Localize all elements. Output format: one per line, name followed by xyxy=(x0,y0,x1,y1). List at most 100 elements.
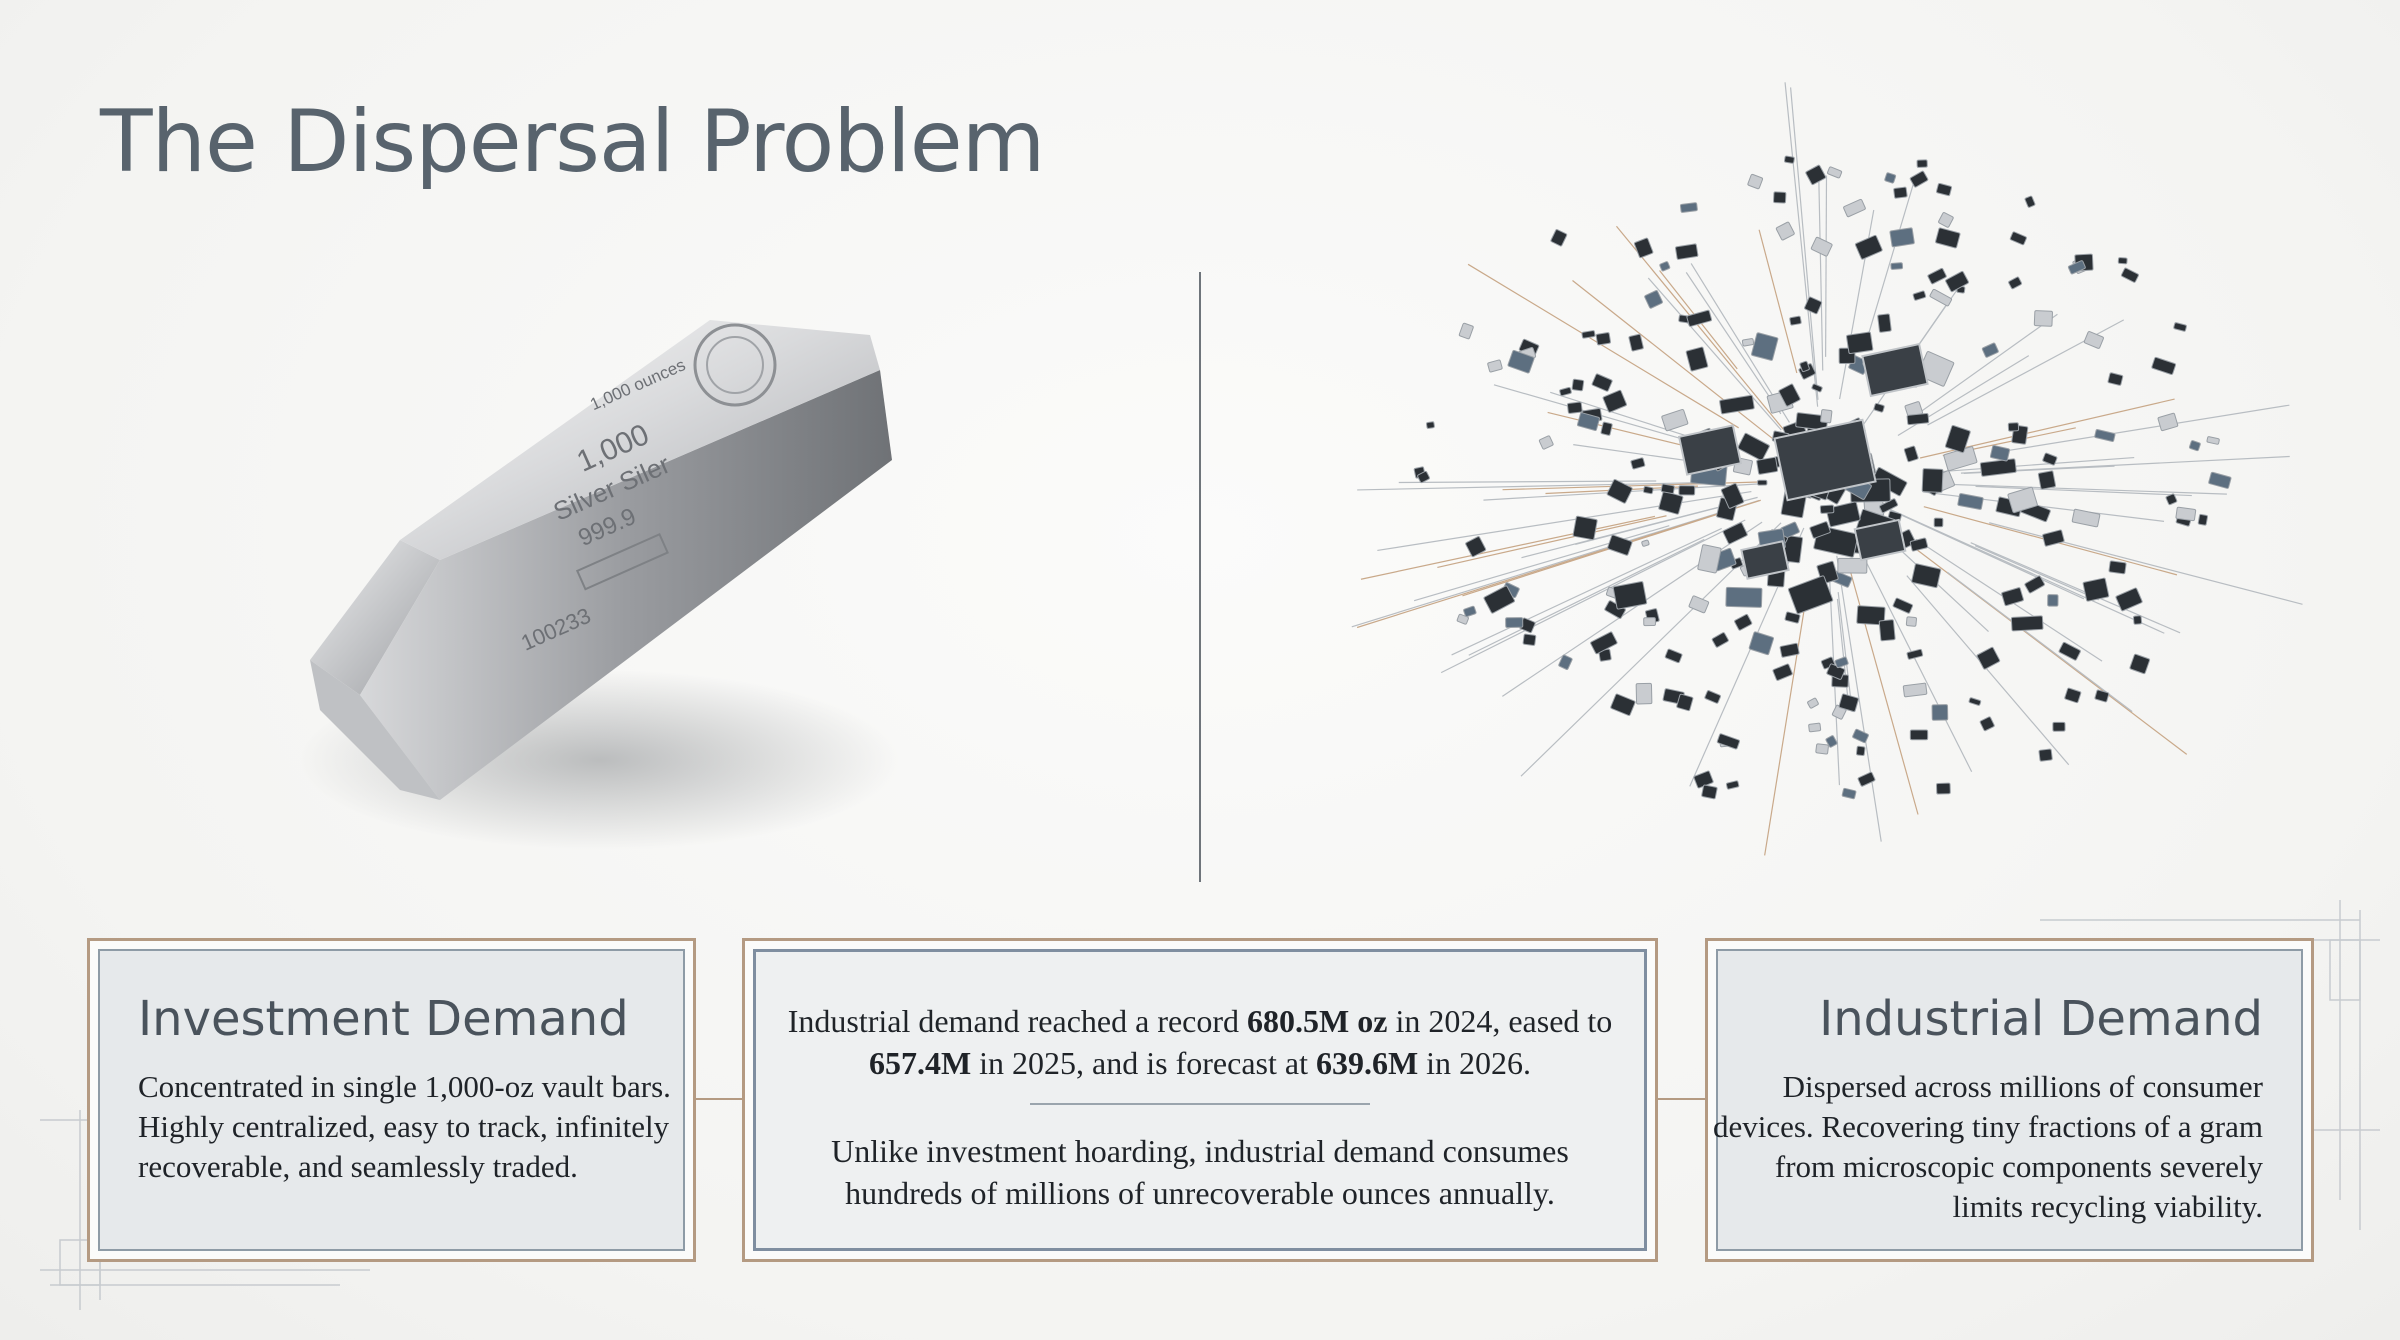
circuit-trace xyxy=(1468,538,1705,656)
circuit-trace xyxy=(1837,591,1853,712)
stat-text-1: Industrial demand reached a record xyxy=(787,1003,1248,1039)
circuit-trace xyxy=(1928,483,2227,495)
circuit-trace xyxy=(1937,456,2135,473)
circuit-trace xyxy=(1377,490,1752,552)
circuit-component xyxy=(1825,735,1838,748)
circuit-component xyxy=(1756,456,1779,475)
circuit-component xyxy=(1628,333,1644,352)
circuit-component xyxy=(2157,412,2179,432)
circuit-component xyxy=(1846,331,1874,355)
circuit-component xyxy=(2047,594,2059,607)
bar-bottom-lip xyxy=(310,660,440,800)
bar-top-face xyxy=(400,320,880,560)
circuit-component xyxy=(1719,394,1755,415)
circuit-component xyxy=(1989,445,2011,462)
circuit-component xyxy=(2042,452,2058,466)
circuit-component xyxy=(1704,690,1721,704)
circuit-component xyxy=(1630,457,1646,470)
circuit-component xyxy=(1643,617,1656,627)
circuit-trace xyxy=(1974,545,2100,601)
circuit-component xyxy=(1789,315,1802,326)
circuit-component xyxy=(2173,322,2187,332)
circuit-component xyxy=(1809,521,1831,539)
circuit-trace xyxy=(1572,280,1776,441)
circuit-component xyxy=(1641,539,1650,547)
circuit-component xyxy=(1577,412,1600,431)
circuit-trace xyxy=(1946,571,2133,713)
circuit-component xyxy=(1772,663,1793,681)
circuit-component xyxy=(2007,486,2038,514)
circuit-trace xyxy=(1413,525,1670,602)
circuit-component xyxy=(1559,386,1572,397)
circuit-component xyxy=(1661,408,1689,432)
circuit-component xyxy=(1522,633,1537,646)
circuit-component xyxy=(1558,654,1573,670)
circuit-component xyxy=(1757,479,1768,486)
circuit-component xyxy=(1737,432,1770,461)
circuit-component xyxy=(1635,682,1653,705)
circuit-component xyxy=(1741,338,1755,347)
circuit-component xyxy=(1426,421,1435,429)
circuit-trace xyxy=(1521,506,1718,559)
circuit-component xyxy=(1676,693,1694,712)
circuit-component xyxy=(1600,421,1613,436)
circuit-component xyxy=(1811,383,1823,393)
investment-demand-card: Investment Demand Concentrated in single… xyxy=(87,938,696,1262)
circuit-component xyxy=(2010,615,2044,632)
circuit-component xyxy=(1701,784,1718,800)
circuit-component xyxy=(1581,330,1596,339)
circuit-trace xyxy=(1825,175,1828,357)
circuit-component xyxy=(1678,485,1696,496)
circuit-component xyxy=(1697,544,1722,574)
circuit-trace xyxy=(1911,313,2058,419)
circuit-component xyxy=(1921,468,1944,493)
circuit-component xyxy=(1711,632,1729,648)
circuit-component xyxy=(1938,212,1954,228)
circuit-component xyxy=(1877,313,1892,333)
circuit-components-image xyxy=(1300,80,2350,910)
circuit-component xyxy=(1890,262,1904,270)
circuit-component xyxy=(1591,373,1613,392)
circuit-component xyxy=(1805,164,1827,186)
circuit-component xyxy=(1909,537,1929,552)
circuit-component xyxy=(1725,586,1763,608)
circuit-component xyxy=(1722,522,1748,545)
circuit-component xyxy=(2165,493,2178,506)
circuit-component xyxy=(1779,642,1800,658)
circuit-component xyxy=(2033,310,2053,327)
circuit-trace xyxy=(1351,499,1760,628)
circuit-component xyxy=(1566,401,1583,414)
circuit-component xyxy=(1664,648,1683,664)
circuit-component xyxy=(2129,653,2151,675)
refiner-stamp xyxy=(575,532,669,591)
circuit-component xyxy=(1838,693,1859,713)
circuit-component xyxy=(1843,198,1866,218)
circuit-component xyxy=(1571,378,1585,392)
circuit-trace xyxy=(1883,506,2085,600)
circuit-component xyxy=(1612,581,1648,610)
circuit-component xyxy=(1751,332,1779,361)
circuit-component xyxy=(1936,182,1953,197)
processor-chip xyxy=(1861,342,1929,398)
circuit-component xyxy=(1810,236,1833,257)
circuit-component xyxy=(1976,646,2001,670)
circuit-component xyxy=(1820,409,1833,424)
circuit-component xyxy=(1795,412,1829,431)
circuit-trace xyxy=(1784,82,1819,407)
circuit-component xyxy=(1857,771,1876,787)
stat-text-2: in 2024, eased to xyxy=(1387,1003,1613,1039)
circuit-component xyxy=(1748,631,1774,656)
demand-statistics-card: Industrial demand reached a record 680.5… xyxy=(742,938,1658,1262)
circuit-component xyxy=(1778,383,1801,407)
circuit-component xyxy=(1968,697,1982,706)
circuit-trace xyxy=(1764,600,1807,856)
circuit-component xyxy=(1658,490,1684,515)
circuit-component xyxy=(2071,508,2101,528)
silver-bar-image: 1,000 ounces 1,000 Silver Siler 999.9 10… xyxy=(280,290,920,890)
connector-left xyxy=(695,1098,743,1100)
circuit-component xyxy=(1819,504,1835,514)
circuit-component xyxy=(1834,656,1849,669)
circuit-component xyxy=(1643,485,1654,495)
circuit-component xyxy=(1906,413,1930,426)
circuit-component xyxy=(1572,515,1598,541)
